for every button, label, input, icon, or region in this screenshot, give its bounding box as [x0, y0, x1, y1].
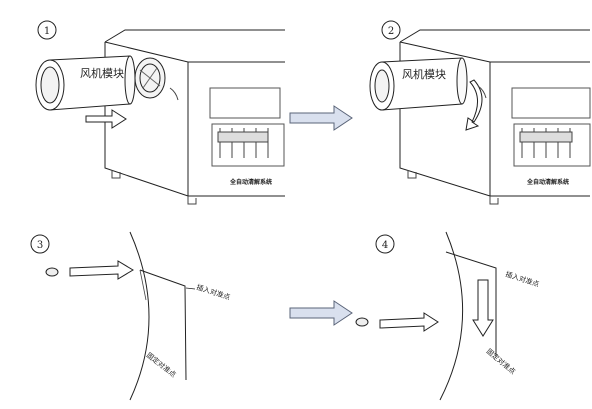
next-step-arrow-icon-top [289, 105, 353, 131]
fan-plate-3 [139, 269, 187, 381]
fan-module-label-1: 风机模块 [80, 66, 124, 80]
fixed-alignment-point-label-4: 固定对准点 [485, 347, 518, 376]
step-1-number: 1 [44, 26, 50, 37]
input-alignment-point-label-4: 插入对准点 [504, 269, 540, 288]
panel-step-1: 1 全自动清解系统 风机模块 [35, 20, 285, 205]
fixed-alignment-point-label-3: 固定对准点 [145, 350, 178, 379]
step-3-number: 3 [37, 240, 43, 251]
step-3-circle [30, 234, 50, 254]
panel-step-4: 4 插入对准点 固定对准点 [355, 231, 540, 401]
fan-module-label-2: 风机模块 [402, 67, 446, 81]
insert-direction-arrow-icon-3 [69, 260, 134, 280]
fan-module-1 [35, 55, 136, 111]
fan-plate-4 [445, 251, 497, 356]
alignment-pin-icon-3 [45, 267, 59, 277]
alignment-pin-icon-4 [355, 317, 369, 327]
step-2-circle [381, 20, 401, 40]
panel-step-3: 3 插入对准点 固定对准点 [30, 231, 231, 401]
device-box-1 [104, 29, 285, 205]
housing-edge-3 [129, 231, 150, 401]
device-name-label-1: 全自动清解系统 [229, 178, 272, 186]
housing-edge-4 [439, 231, 464, 401]
step-1-circle [37, 20, 57, 40]
panel-step-2: 2 全自动清解系统 风机模块 [369, 20, 591, 205]
rotate-arrow-icon [465, 79, 483, 131]
insert-arrow-icon [85, 109, 127, 129]
rotate-down-arrow-icon [472, 279, 494, 337]
input-alignment-point-label-3: 插入对准点 [195, 282, 231, 301]
next-step-arrow-icon-bottom [289, 300, 353, 326]
insert-direction-arrow-icon-4 [379, 312, 439, 332]
device-box-2 [399, 29, 591, 205]
step-4-circle [375, 234, 395, 254]
device-name-label-2: 全自动清解系统 [526, 178, 569, 186]
step-2-number: 2 [388, 26, 394, 37]
fan-module-2 [369, 57, 468, 111]
step-4-number: 4 [382, 240, 388, 251]
